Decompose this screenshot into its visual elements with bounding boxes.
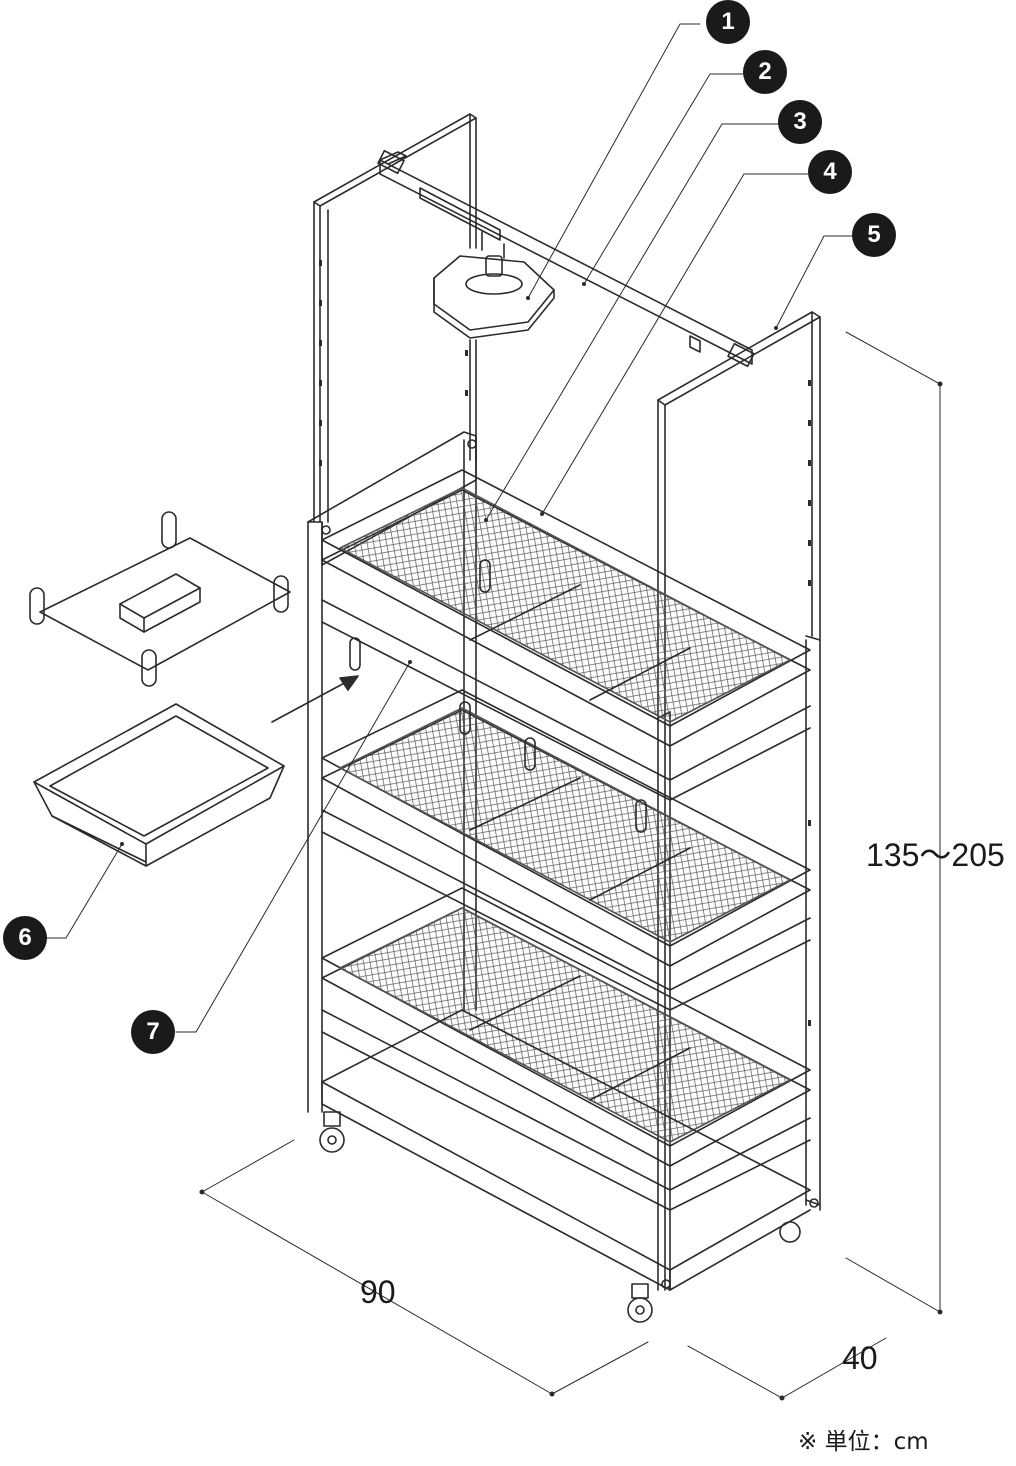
- lamp: [433, 231, 555, 339]
- depth-dimension-label: 40: [842, 1340, 878, 1376]
- top-frame-left: [313, 113, 477, 523]
- top-frame-right: [657, 311, 821, 1291]
- callout-1: 1: [706, 0, 750, 44]
- tray: [33, 703, 285, 867]
- leader-lines: [43, 23, 853, 1033]
- callout-2: 2: [743, 50, 787, 94]
- base-frame: [321, 1009, 811, 1291]
- dimension-lines: [201, 331, 941, 1399]
- callout-4: 4: [808, 150, 852, 194]
- height-dimension-label: 135〜205: [866, 837, 1005, 873]
- shelf-top: [321, 469, 811, 801]
- lamp-bar: [377, 149, 755, 368]
- casters: [319, 1111, 801, 1323]
- shelf-middle: [321, 689, 811, 1011]
- rack-hooks: [349, 559, 647, 833]
- insert-arrow: [271, 675, 359, 723]
- unit-note: ※ 単位：cm: [798, 1429, 929, 1455]
- callout-5: 5: [852, 213, 896, 257]
- callout-6: 6: [3, 916, 47, 960]
- callout-3: 3: [778, 100, 822, 144]
- width-dimension-label: 90: [360, 1274, 396, 1310]
- callout-7: 7: [131, 1010, 175, 1054]
- mesh-sheet: [29, 511, 291, 687]
- shelf-bottom: [321, 887, 811, 1211]
